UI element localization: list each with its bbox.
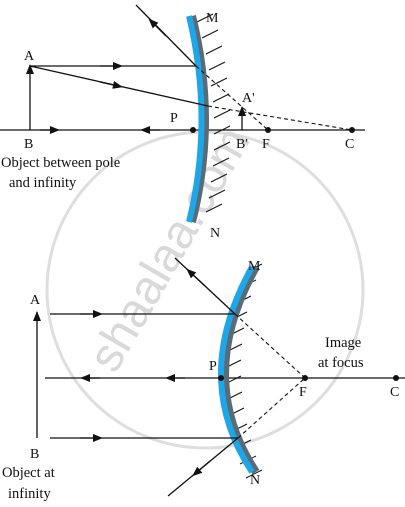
bottom-mirror [218,265,255,474]
bottom-caption-line2: infinity [8,486,51,502]
top-label-F: F [262,137,270,152]
bottom-diagram: M N A B P F C Image at focus Object at i… [2,257,405,502]
bottom-caption-line1: Object at [2,465,55,481]
bottom-dashed-upper [234,313,306,379]
top-dashed-to-F [195,65,269,131]
top-label-P: P [170,111,178,126]
image-caption-line2: at focus [318,355,364,371]
bottom-centre-point [393,375,399,381]
bottom-ray-upper-reflected-arrow [186,268,206,287]
top-label-A-prime: A' [242,91,255,106]
top-label-A: A [24,49,35,64]
bottom-focus-point [302,375,308,381]
bottom-label-C: C [390,385,399,400]
bottom-label-M: M [248,259,261,274]
top-caption-line1: Object between pole [1,155,120,171]
top-ray-toward-C-arrow [99,81,123,89]
top-label-B-prime: B' [236,137,248,152]
top-caption-line2: and infinity [9,175,77,191]
bottom-label-A: A [30,293,41,308]
top-ray-toward-C [29,65,209,107]
top-dashed-to-C [207,105,353,131]
top-label-B: B [24,137,33,152]
top-label-C: C [345,137,354,152]
bottom-ray-lower-reflected-arrow [192,460,211,477]
top-mirror [186,15,205,223]
bottom-label-B: B [30,447,39,462]
top-centre-point [349,127,355,133]
bottom-pole-point [218,375,224,381]
top-focus-point [265,127,271,133]
top-mirror-hatching [196,13,231,213]
top-ray-reflected-arrow [148,18,167,37]
bottom-label-N: N [250,473,260,488]
top-label-M: M [206,11,219,26]
image-caption-line1: Image [325,335,361,351]
top-pole-point [190,127,196,133]
bottom-label-F: F [299,385,307,400]
top-diagram: M N A B P A' B' F C Object between pole … [0,4,365,241]
bottom-label-P: P [209,359,217,374]
bottom-mirror-back [221,265,260,475]
bottom-dashed-lower [237,377,306,439]
top-mirror-back [188,15,209,223]
top-label-N: N [210,226,220,241]
